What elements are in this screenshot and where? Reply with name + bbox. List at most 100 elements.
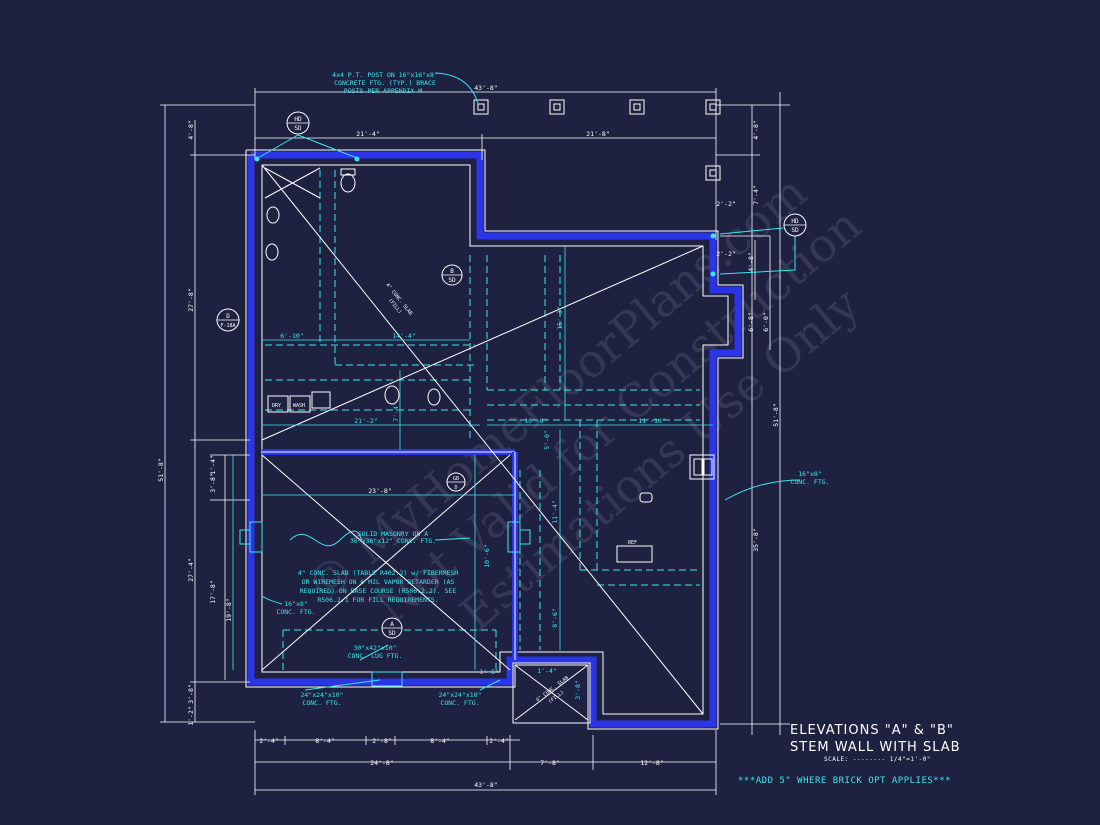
ftg-right-2: CONC. FTG. [790, 478, 829, 486]
b-upper: B [450, 268, 454, 275]
d-lower: F-18A [220, 323, 235, 329]
dim-right-35: 35'-8" [752, 528, 760, 551]
ftg24-left-1: 24"x24"x10" [300, 691, 343, 699]
dim-in-106: 10'-6" [483, 544, 491, 567]
reference-marker-dividers [217, 122, 806, 629]
ftg-left-1: 16"x8" [284, 600, 307, 608]
title-line-2: STEM WALL WITH SLAB [790, 740, 961, 755]
masonry-note-2: 36"x36"x12" CONC. FTG. [350, 537, 436, 545]
dim-in-144: 14'-4" [392, 332, 415, 340]
hd-right-upper: HD [791, 218, 799, 225]
dim-in-1110: 11'-10" [638, 417, 665, 425]
dim-bot-24b: 2'-4" [489, 737, 509, 745]
dim-left-top: 4'-8" [187, 120, 195, 140]
dimension-labels: 43'-8" 21'-4" 21'-8" 4'-8" 27'-8" 51'-8"… [157, 84, 780, 789]
dim-right-overall: 51'-8" [772, 403, 780, 426]
gb-lower: D [454, 485, 457, 491]
dim-right-top: 4'-8" [752, 120, 760, 140]
dim-left-mid: 27'-8" [187, 288, 195, 311]
slab-note-1: 4" CONC. SLAB (TABLE R402.2) w/ FIBERMES… [298, 569, 459, 577]
brick-option-note: ***ADD 5" WHERE BRICK OPT APPLIES*** [738, 776, 952, 786]
dim-right-74: 7'-4" [752, 185, 760, 205]
interior-dimension-labels: 6'-10" 14'-4" 21'-2" 10'-0" 11'-10" 23'-… [280, 306, 665, 700]
dryer-label: DRY [272, 403, 281, 409]
washer-label: WASH [293, 403, 305, 409]
dim-right-60: 6'-0" [762, 312, 770, 332]
a-lower: SD [388, 630, 396, 637]
corner-dots [254, 156, 716, 277]
ftg-right-1: 16"x8" [798, 470, 821, 478]
dim-bot-28: 2'-8" [372, 737, 392, 745]
footing-dashed-lines [265, 170, 700, 672]
hd-right-lower: SD [791, 227, 799, 234]
post-note-1: 4x4 P.T. POST ON 16"x16"x8" [332, 71, 438, 79]
dim-left-low: 27'-4" [187, 558, 195, 581]
slab-note-4: R506.2.1 FOR FILL REQUIREMENTS. [317, 596, 438, 604]
exterior-walls [247, 151, 742, 728]
dim-top-left: 21'-4" [356, 130, 379, 138]
dim-bot-24a: 2'-4" [259, 737, 279, 745]
dim-in-114: 11'-4" [551, 500, 559, 523]
post-note-3: POSTS PER APPENDIX M. [344, 87, 426, 95]
dim-in-38: 3'-8" [574, 680, 582, 700]
plumbing-fixtures [265, 168, 715, 563]
ftg24-right-2: CONC. FTG. [440, 699, 479, 707]
dim-in-74: 7'-4" [392, 402, 400, 422]
dim-left-small-1: 1'-4" [209, 455, 217, 475]
hd-top-lower: SD [294, 125, 302, 132]
masonry-note-1: SOLID MASONRY ON A [358, 530, 429, 538]
dim-in-153: 15'-3" [556, 306, 564, 329]
d-upper: D [226, 313, 230, 320]
dim-left-bot-1: 3'-8" [187, 684, 195, 704]
title-line-1: ELEVATIONS "A" & "B" [790, 723, 954, 738]
dim-in-18: 1'-8" [479, 668, 499, 676]
masonry-piers [239, 521, 531, 687]
dim-left-17: 17'-8" [209, 580, 217, 603]
interior-dimension-lines [232, 245, 713, 670]
lug-note-1: 30"x42"x10" [353, 644, 396, 652]
ftg-left-2: CONC. FTG. [276, 608, 315, 616]
dim-in-86: 8'-6" [551, 608, 559, 628]
dim-top-overall: 43'-8" [474, 84, 497, 92]
slab-note-2: OR WIREMESH ON 6 MIL VAPOR RETARDER (AS [302, 578, 455, 586]
dim-in-238: 23'-8" [368, 487, 391, 495]
hd-top-upper: HD [294, 116, 302, 123]
dim-bot-84a: 8'-4" [315, 737, 335, 745]
dim-left-19: 19'-8" [225, 598, 233, 621]
slab-note-3: REQUIRED) ON BASE COURSE (R506.2.2). SEE [300, 587, 457, 595]
dim-right-68: 6'-8" [747, 312, 755, 332]
dim-left-small-2: 3'-8" [209, 473, 217, 493]
lug-note-2: CONC. LUG FTG. [348, 652, 403, 660]
dimension-lines [160, 88, 790, 795]
dim-in-100: 10'-0" [524, 417, 547, 425]
dim-bot-246: 24'-8" [370, 759, 393, 767]
dim-bot-overall: 43'-8" [474, 781, 497, 789]
ftg24-right-1: 24"x24"x10" [438, 691, 481, 699]
dim-left-bot-2: 1'-2" [187, 706, 195, 726]
scale-label: SCALE: -------- 1/4"=1'-0" [824, 756, 931, 763]
leader-lines [257, 72, 801, 691]
dim-in-50: 5'-0" [543, 430, 551, 450]
post-note-2: CONCRETE FTG. (TYP.) BRACE [334, 79, 436, 87]
b-lower: SD [448, 277, 456, 284]
dim-in-610: 6'-10" [280, 332, 303, 340]
dim-bot-128: 12'-8" [640, 759, 663, 767]
a-upper: A [390, 621, 394, 628]
callout-notes: 4x4 P.T. POST ON 16"x16"x8" CONCRETE FTG… [276, 71, 829, 707]
dim-in-14: 1'-4" [537, 667, 557, 675]
dim-right-22: 2'-2" [716, 200, 736, 208]
reference-marker-labels: HD SD HD SD B SD D F-18A A SD GB D [220, 116, 799, 637]
dim-bot-78: 7'-8" [540, 759, 560, 767]
dim-right-22b: 2'-2" [716, 250, 736, 258]
refrigerator-label: REF [628, 540, 637, 546]
title-block: ELEVATIONS "A" & "B" STEM WALL WITH SLAB… [790, 722, 961, 763]
interior-wall-lines [245, 149, 744, 730]
dim-bot-84b: 8'-4" [430, 737, 450, 745]
dim-right-48: 4'-8" [747, 252, 755, 272]
ftg24-left-2: CONC. FTG. [302, 699, 341, 707]
slab-diagonals [261, 164, 704, 721]
gb-upper: GB [453, 476, 459, 482]
posts [473, 99, 721, 181]
dim-left-overall: 51'-8" [157, 458, 165, 481]
